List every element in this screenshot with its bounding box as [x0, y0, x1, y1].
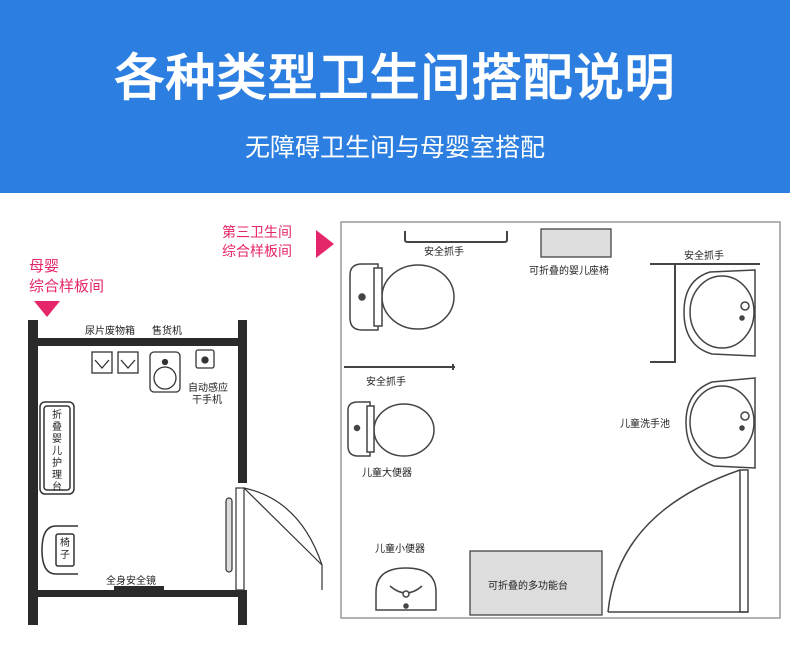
vending-label: 售货机 [152, 326, 182, 337]
adult-sink-shape [683, 269, 756, 357]
kids-urinal-shape [375, 567, 437, 611]
dryer-label-1: 自动感应 [188, 383, 228, 394]
left-grab-bar-shape [344, 364, 455, 370]
changing-table-shape [39, 401, 75, 495]
mirror-shape [114, 586, 164, 590]
diaper-bin-shape [91, 351, 139, 374]
left-caption-line2: 综合样板间 [29, 277, 105, 295]
left-caption-arrow [34, 301, 60, 317]
changing-table-label: 折叠婴儿护理台 [52, 410, 62, 493]
kids-sink-label: 儿童洗手池 [620, 419, 670, 430]
hand-dryer-shape [195, 349, 215, 369]
right-door-shape [607, 469, 749, 613]
kids-toilet-label: 儿童大便器 [362, 468, 412, 479]
left-door [225, 487, 323, 591]
page-title: 各种类型卫生间搭配说明 [114, 49, 676, 107]
baby-seat-label: 可折叠的婴儿座椅 [529, 266, 609, 277]
grab-bar-right-label: 安全抓手 [684, 251, 724, 262]
chair-label: 椅子 [60, 538, 70, 561]
diaper-bin-label: 尿片废物箱 [85, 326, 135, 337]
grab-bar-left-label: 安全抓手 [366, 377, 406, 388]
mirror-label: 全身安全镜 [106, 576, 156, 587]
multi-table-shape [469, 550, 603, 616]
right-caption-arrow [316, 230, 334, 258]
baby-seat-shape [540, 228, 612, 258]
top-grab-bar-shape [404, 231, 508, 243]
chair-shape [41, 525, 78, 575]
dryer-label-2: 干手机 [192, 395, 222, 406]
page-subtitle: 无障碍卫生间与母婴室搭配 [244, 133, 545, 162]
left-caption-line1: 母婴 [29, 257, 60, 275]
kids-sink-shape [685, 377, 756, 469]
multi-table-label: 可折叠的多功能台 [488, 581, 568, 592]
right-grab-bar-shape [650, 263, 760, 363]
toilet-shape [349, 263, 455, 331]
right-caption-line2: 综合样板间 [222, 244, 292, 260]
left-room-walls [28, 320, 247, 625]
kids-urinal-label: 儿童小便器 [375, 544, 425, 555]
grab-bar-top-label: 安全抓手 [424, 247, 464, 258]
vending-machine-shape [149, 351, 181, 393]
right-caption-line1: 第三卫生间 [222, 225, 292, 241]
header-banner: 各种类型卫生间搭配说明 无障碍卫生间与母婴室搭配 [0, 0, 790, 193]
kids-toilet-shape [347, 401, 435, 457]
